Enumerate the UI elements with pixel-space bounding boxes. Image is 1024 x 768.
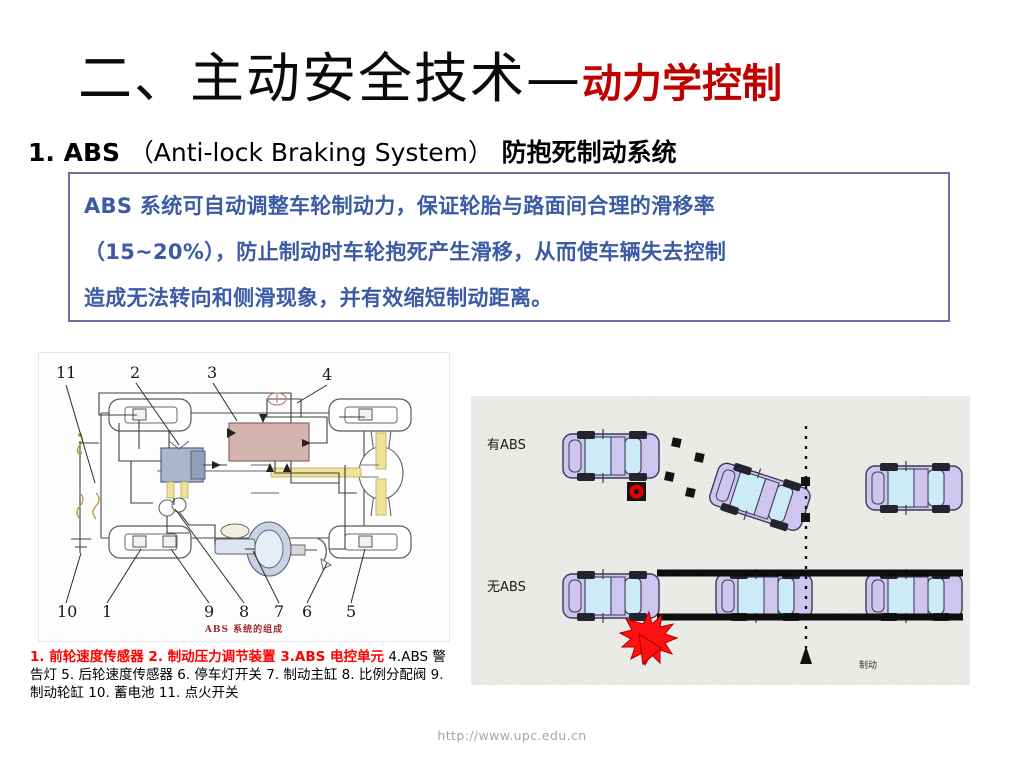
section-heading-chinese: 防抱死制动系统	[501, 138, 677, 167]
legend-rest: 4.ABS 警告灯 5. 后轮速度传感器 6. 停车灯开关 7. 制动主缸 8.…	[30, 649, 446, 701]
collision-indicator	[618, 610, 679, 667]
page-title-accent: 动力学控制	[582, 61, 782, 107]
svg-text:9: 9	[204, 602, 214, 621]
svg-text:4: 4	[322, 365, 332, 384]
svg-text:1: 1	[102, 602, 112, 621]
callout-line-3: 造成无法转向和侧滑现象，并有效缩短制动距离。	[84, 286, 553, 310]
abs-schematic-drawing: 11 2 3 4 10 1 9 8 7 6 5	[56, 363, 412, 621]
callout-line-2: （15~20%），防止制动时车轮抱死产生滑移，从而使车辆失去控制	[84, 240, 727, 264]
abs-schematic-caption: ABS 系统的组成	[204, 625, 284, 635]
section-heading-english: （Anti-lock Braking System）	[128, 138, 493, 167]
callout-line-1: ABS 系统可自动调整车轮制动力，保证轮胎与路面间合理的滑移率	[84, 194, 715, 218]
svg-text:8: 8	[239, 602, 249, 621]
page-title-main: 二、主动安全技术—	[78, 47, 582, 110]
label-brake-point: 制动	[859, 661, 878, 671]
locked-wheel-skid-marks	[657, 569, 963, 621]
svg-text:2: 2	[130, 363, 140, 382]
label-without-abs: 无ABS	[487, 580, 526, 595]
obstacle-marker	[627, 482, 646, 501]
callout-box: ABS 系统可自动调整车轮制动力，保证轮胎与路面间合理的滑移率 （15~20%）…	[68, 172, 950, 322]
label-with-abs: 有ABS	[487, 438, 526, 453]
section-heading-number: 1.	[28, 138, 55, 167]
car-with-abs-2	[709, 462, 811, 532]
abs-component-legend: 1. 前轮速度传感器 2. 制动压力调节装置 3.ABS 电控单元 4.ABS …	[30, 648, 450, 702]
car-with-abs-1	[562, 429, 660, 483]
abs-comparison-drawing	[562, 426, 963, 667]
svg-text:10: 10	[57, 602, 77, 621]
car-without-abs-1	[562, 569, 660, 623]
car-with-abs-3	[865, 461, 963, 515]
section-heading-abbr: ABS	[63, 138, 121, 167]
legend-highlighted: 1. 前轮速度传感器 2. 制动压力调节装置 3.ABS 电控单元	[30, 649, 385, 665]
abs-system-schematic: 11 2 3 4 10 1 9 8 7 6 5 ABS 系统的组成	[38, 352, 450, 642]
asphalt-texture	[471, 396, 970, 685]
svg-text:11: 11	[56, 363, 76, 382]
section-heading: 1. ABS （Anti-lock Braking System） 防抱死制动系…	[28, 133, 677, 169]
svg-text:3: 3	[207, 363, 217, 382]
brake-point-line	[800, 426, 812, 664]
svg-text:7: 7	[274, 602, 284, 621]
footer-url: http://www.upc.edu.cn	[437, 728, 587, 743]
svg-text:6: 6	[302, 602, 312, 621]
page-title: 二、主动安全技术—动力学控制	[78, 44, 978, 114]
abs-comparison-figure: 有ABS 无ABS 制动	[471, 396, 970, 685]
svg-text:5: 5	[346, 602, 356, 621]
